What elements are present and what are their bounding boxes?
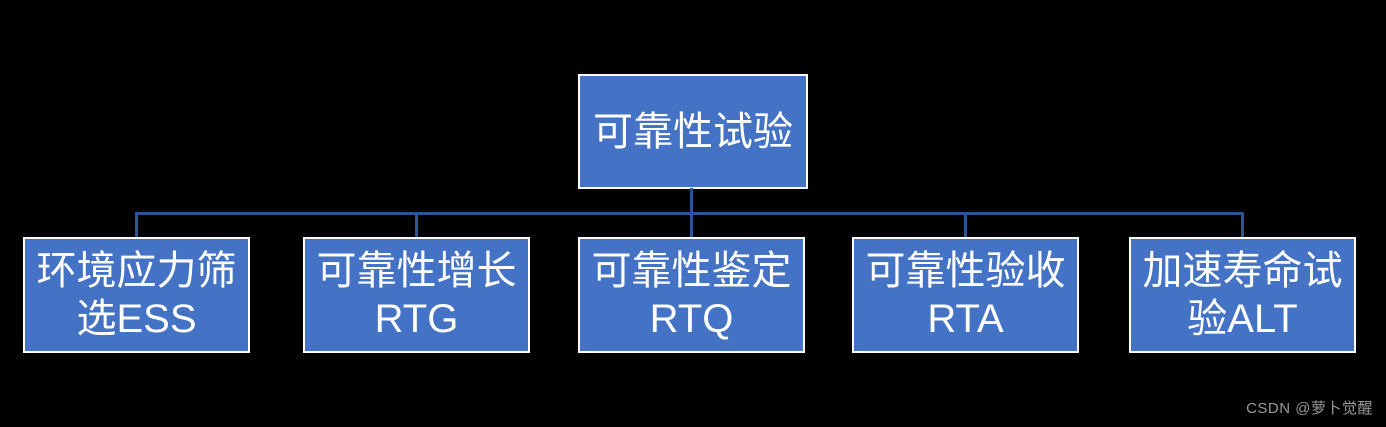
- child-node-alt: 加速寿命试 验ALT: [1129, 237, 1356, 353]
- child-node-rtq: 可靠性鉴定 RTQ: [578, 237, 805, 353]
- connector-root-stem: [690, 188, 693, 215]
- child-node-rtg: 可靠性增长 RTG: [303, 237, 530, 353]
- watermark: CSDN @萝卜觉醒: [1246, 400, 1373, 417]
- node-label-line: 可靠性增长: [316, 249, 517, 293]
- node-label-line: 可靠性鉴定: [591, 249, 792, 293]
- node-label-line: RTG: [374, 297, 459, 341]
- child-node-rta: 可靠性验收 RTA: [852, 237, 1079, 353]
- connector-stem-rta: [964, 212, 967, 237]
- connector-stem-rtg: [415, 212, 418, 237]
- connector-horizontal-rail: [135, 212, 1244, 215]
- root-node-reliability-test: 可靠性试验: [578, 74, 808, 189]
- connector-stem-ess: [135, 212, 138, 237]
- node-label-line: 可靠性验收: [865, 249, 1066, 293]
- node-label-line: RTQ: [649, 297, 734, 341]
- connector-stem-alt: [1241, 212, 1244, 237]
- node-label-line: RTA: [927, 297, 1004, 341]
- node-label-line: 加速寿命试: [1142, 249, 1343, 293]
- child-node-ess: 环境应力筛 选ESS: [23, 237, 250, 353]
- node-label-line: 可靠性试验: [593, 109, 793, 154]
- connector-stem-rtq: [690, 212, 693, 237]
- node-label-line: 验ALT: [1187, 297, 1298, 341]
- node-label-line: 选ESS: [76, 297, 197, 341]
- node-label-line: 环境应力筛: [36, 249, 237, 293]
